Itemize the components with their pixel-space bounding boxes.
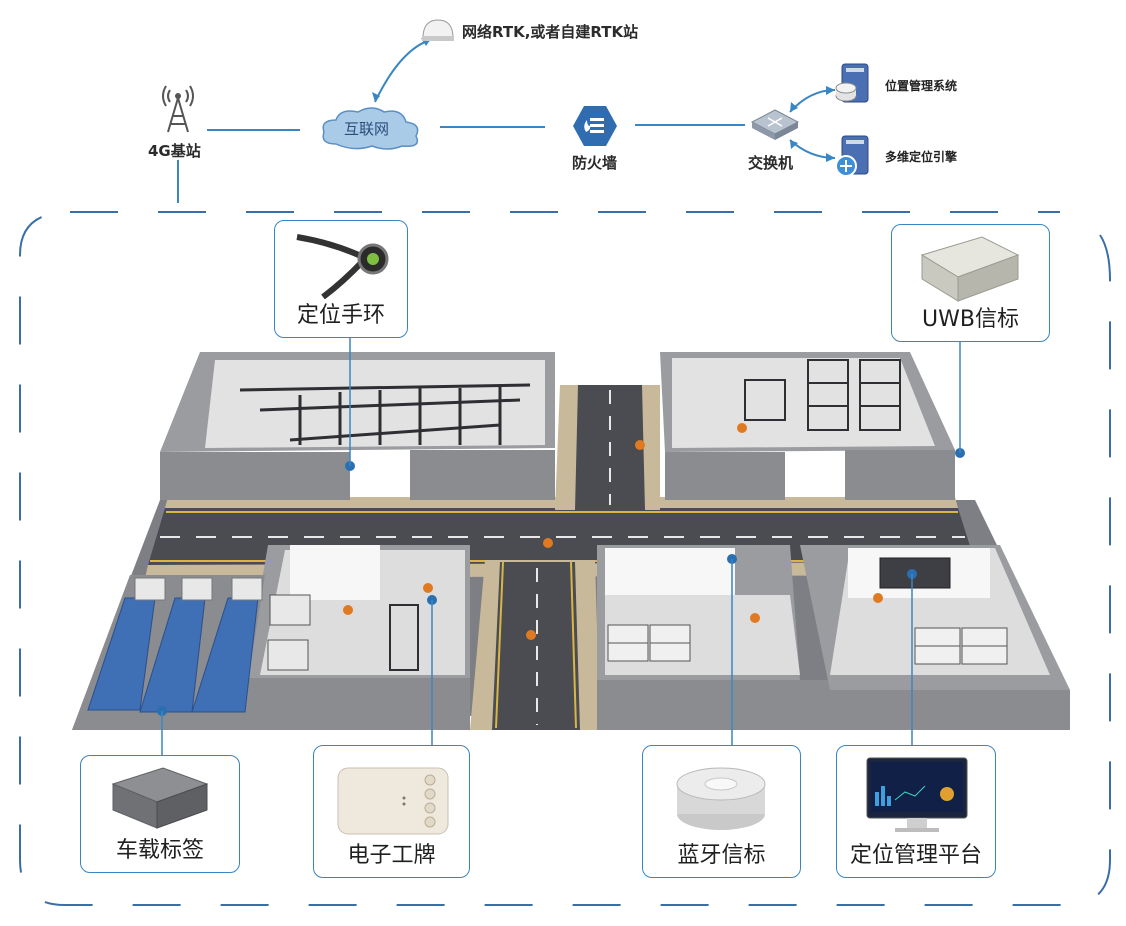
monitor-icon xyxy=(866,757,968,832)
badge-icon xyxy=(337,767,449,835)
area-boundary xyxy=(19,211,1111,906)
bluetooth-beacon-icon xyxy=(676,767,766,830)
warehouse-floor xyxy=(672,358,935,448)
vehicle-tag-label: 车载标签 xyxy=(115,838,204,863)
base-station-label: 4G基站 xyxy=(148,142,201,160)
firewall-icon xyxy=(573,106,617,146)
firewall-label: 防火墙 xyxy=(572,154,618,172)
card-vehicle-tag: 车载标签 xyxy=(80,755,240,873)
card-badge: 电子工牌 xyxy=(313,745,470,878)
card-uwb: UWB信标 xyxy=(891,224,1050,342)
vehicle-tag-icon xyxy=(111,767,209,829)
rtk-label: 网络RTK,或者自建RTK站 xyxy=(462,23,639,41)
card-platform: 定位管理平台 xyxy=(836,745,996,878)
badge-label: 电子工牌 xyxy=(347,843,436,868)
server-bottom-label: 多维定位引擎 xyxy=(885,150,958,164)
link-internet-rtk xyxy=(374,39,431,103)
internet-label: 互联网 xyxy=(344,120,390,138)
cloud-icon xyxy=(322,107,419,150)
uwb-label: UWB信标 xyxy=(922,307,1019,332)
wristband-icon xyxy=(296,234,389,299)
server-top-label: 位置管理系统 xyxy=(885,79,958,93)
card-bt-beacon: 蓝牙信标 xyxy=(642,745,801,878)
switch-icon xyxy=(750,109,800,140)
platform-label: 定位管理平台 xyxy=(849,843,982,868)
engine-server-icon xyxy=(835,135,869,177)
bt-beacon-label: 蓝牙信标 xyxy=(677,843,766,868)
cell-tower-icon xyxy=(162,85,194,133)
server-icon xyxy=(835,63,869,103)
uwb-beacon-icon xyxy=(920,236,1020,302)
card-wristband: 定位手环 xyxy=(274,220,408,338)
wristband-label: 定位手环 xyxy=(296,303,385,328)
satellite-dome-icon xyxy=(422,19,454,41)
switch-label: 交换机 xyxy=(748,154,794,172)
